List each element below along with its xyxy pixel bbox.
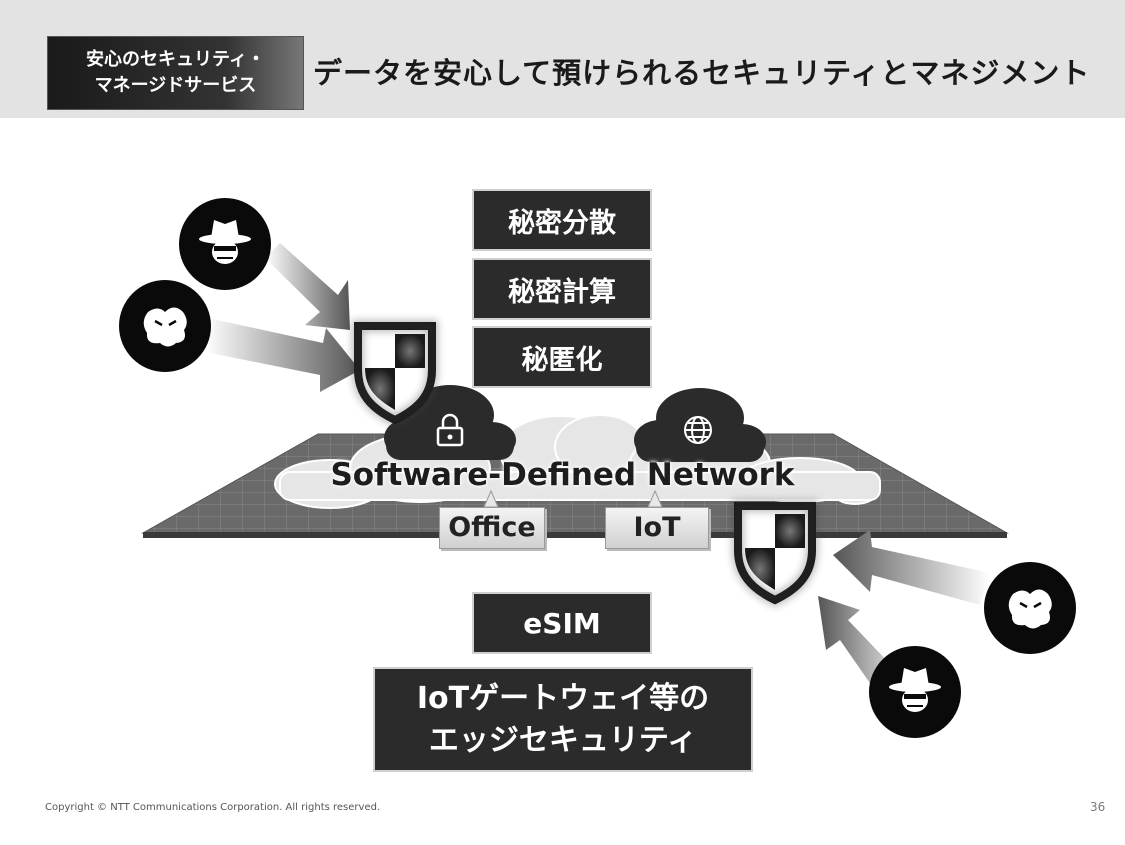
page-number: 36	[1090, 800, 1106, 814]
edge-security-line-1: IoTゲートウェイ等の	[416, 680, 710, 716]
shield-icon	[732, 500, 818, 607]
page-title: データを安心して預けられるセキュリティとマネジメント	[313, 56, 1091, 90]
hacker-icon	[179, 198, 271, 290]
virus-icon	[984, 562, 1076, 654]
badge-line-2: マネージドサービス	[94, 75, 257, 96]
copyright-footer: Copyright © NTT Communications Corporati…	[45, 802, 381, 813]
secret-sharing-box: 秘密分散	[474, 191, 650, 249]
badge-line-1: 安心のセキュリティ・	[86, 49, 265, 70]
section-badge: 安心のセキュリティ・ マネージドサービス	[47, 36, 304, 110]
concealment-box: 秘匿化	[474, 328, 650, 386]
globe-icon	[684, 416, 712, 444]
hacker-icon	[869, 646, 961, 738]
edge-security-box: IoTゲートウェイ等の エッジセキュリティ	[375, 669, 751, 770]
shield-icon	[352, 320, 438, 427]
attack-arrow	[205, 243, 360, 392]
secret-computation-box: 秘密計算	[474, 260, 650, 318]
esim-box: eSIM	[474, 594, 650, 652]
edge-security-line-2: エッジセキュリティ	[428, 722, 698, 758]
cloud-icon	[634, 388, 766, 462]
iot-tag: IoT	[605, 507, 709, 549]
lock-icon	[436, 413, 464, 447]
cloud-cluster	[274, 414, 881, 509]
virus-icon	[119, 280, 211, 372]
sdn-label: Software-Defined Network	[330, 457, 795, 493]
office-tag: Office	[439, 507, 545, 549]
